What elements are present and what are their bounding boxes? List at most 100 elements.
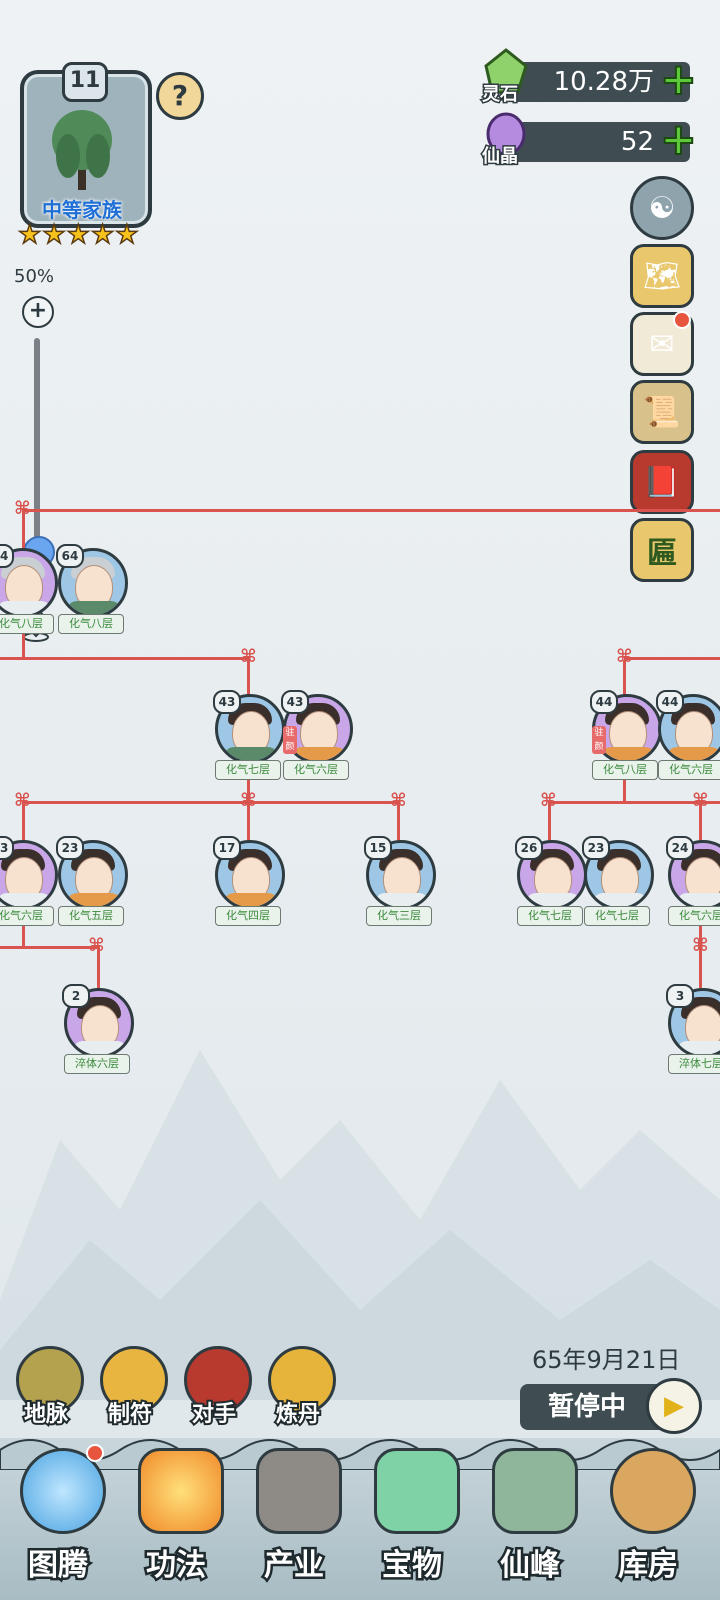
member-age: 3	[666, 984, 694, 1008]
member-age: 26	[515, 836, 543, 860]
member-rank: 淬体六层	[64, 1054, 130, 1074]
zoom-slider-track[interactable]	[34, 338, 40, 548]
nav-xianfeng-tab[interactable]: 仙峰	[474, 1440, 586, 1600]
tree-line	[397, 804, 400, 844]
member-card[interactable]: 64 化气八层	[0, 544, 58, 634]
member-age: 2	[62, 984, 90, 1008]
scroll-map-button[interactable]: 🗺	[630, 244, 694, 308]
lingshi-label: 灵石	[481, 83, 520, 107]
tree-knot-icon: ⌘	[692, 790, 709, 811]
family-badge[interactable]: 11 中等家族 ★ ★ ★ ★ ★	[12, 62, 152, 249]
tool-label: 对手	[190, 1400, 238, 1429]
member-rank: 化气六层	[668, 906, 720, 926]
nav-label: 宝物	[380, 1546, 445, 1586]
play-button[interactable]: ▶	[646, 1378, 702, 1434]
tree-knot-icon: ⌘	[88, 935, 105, 956]
member-rank: 化气八层	[592, 760, 658, 780]
zoom-in-button[interactable]: +	[22, 296, 54, 328]
willow-tree-icon	[52, 110, 112, 190]
member-card[interactable]: 23 化气五层	[56, 836, 128, 926]
member-age: 17	[213, 836, 241, 860]
member-card[interactable]: 23 化气六层	[0, 836, 58, 926]
tree-line	[548, 804, 551, 844]
tree-knot-icon: ⌘	[616, 646, 633, 667]
immortal-crystal-icon	[486, 112, 526, 156]
plaque-button[interactable]: 匾	[630, 518, 694, 582]
lingshi-bar: 10.28万	[500, 62, 690, 102]
letter-icon: ✉	[649, 326, 675, 362]
member-card[interactable]: 44 化气六层	[656, 690, 720, 780]
member-age: 44	[656, 690, 684, 714]
zoom-percent: 50%	[14, 266, 55, 287]
lingshi-add-button[interactable]: +	[659, 54, 698, 105]
member-rank: 化气三层	[366, 906, 432, 926]
member-rank: 化气八层	[58, 614, 124, 634]
xianjing-add-button[interactable]: +	[659, 114, 698, 165]
scroll-map-icon: 🗺	[642, 258, 682, 294]
member-age: 64	[0, 544, 14, 568]
tree-line	[0, 657, 250, 660]
industry-mountain-icon	[256, 1448, 342, 1534]
member-rank: 化气六层	[658, 760, 720, 780]
nav-chanye-tab[interactable]: 产业	[238, 1440, 350, 1600]
tool-dimai-button[interactable]: 地脉	[10, 1346, 84, 1429]
game-date: 65年9月21日	[532, 1346, 681, 1374]
member-rank: 化气六层	[283, 760, 349, 780]
settings-gear-button[interactable]: ☯	[630, 176, 694, 240]
tree-line	[699, 804, 702, 844]
tool-liandan-button[interactable]: 炼丹	[262, 1346, 336, 1429]
nav-kufang-tab[interactable]: 库房	[592, 1440, 704, 1600]
tree-line	[699, 916, 702, 988]
tree-line	[247, 804, 250, 844]
book-button[interactable]: 📕	[630, 450, 694, 514]
plaque-icon: 匾	[647, 536, 677, 571]
help-button[interactable]: ?	[156, 72, 204, 120]
storehouse-bag-icon	[610, 1448, 696, 1534]
lingshi-value: 10.28万	[553, 67, 654, 97]
member-card[interactable]: 2 淬体六层	[62, 984, 134, 1074]
nav-tuteng-tab[interactable]: 图腾	[2, 1440, 114, 1600]
member-card[interactable]: 43 化气七层	[213, 690, 285, 780]
tool-zhifu-button[interactable]: 制符	[94, 1346, 168, 1429]
tree-line	[22, 916, 25, 948]
nav-label: 库房	[616, 1546, 681, 1586]
member-card[interactable]: 3 淬体七层	[666, 984, 720, 1074]
member-age: 23	[0, 836, 14, 860]
tree-line	[22, 509, 720, 512]
tree-line	[0, 946, 100, 949]
member-card[interactable]: 驻颜 44 化气八层	[590, 690, 662, 780]
member-age: 43	[281, 690, 309, 714]
member-card[interactable]: 64 化气八层	[56, 544, 128, 634]
tree-line	[624, 657, 720, 660]
letter-button[interactable]: ✉	[630, 311, 694, 376]
tree-knot-icon: ⌘	[692, 935, 709, 956]
member-avatar	[0, 840, 58, 910]
technique-flame-icon	[138, 1448, 224, 1534]
nav-gongfa-tab[interactable]: 功法	[120, 1440, 232, 1600]
spirit-stone-icon	[484, 48, 528, 94]
spouse-tag: 驻颜	[283, 726, 297, 754]
nav-baowu-tab[interactable]: 宝物	[356, 1440, 468, 1600]
member-card[interactable]: 24 化气六层	[666, 836, 720, 926]
member-card[interactable]: 驻颜 43 化气六层	[281, 690, 353, 780]
tree-line	[22, 801, 400, 804]
member-avatar	[668, 988, 720, 1058]
immortal-peak-icon	[492, 1448, 578, 1534]
tool-label: 地脉	[22, 1400, 70, 1429]
family-rank-name: 中等家族	[42, 198, 122, 222]
yin-yang-icon: ☯	[648, 190, 676, 226]
tool-duishou-button[interactable]: 对手	[178, 1346, 252, 1429]
tree-line	[247, 770, 250, 802]
tree-line	[548, 801, 720, 804]
member-age: 43	[213, 690, 241, 714]
member-card[interactable]: 26 化气七层	[515, 836, 587, 926]
talisman-icon	[100, 1346, 168, 1414]
play-icon: ▶	[664, 1391, 684, 1421]
member-rank: 化气七层	[517, 906, 583, 926]
notification-dot	[86, 1444, 104, 1462]
member-card[interactable]: 23 化气七层	[582, 836, 654, 926]
scroll-button[interactable]: 📜	[630, 380, 694, 444]
member-card[interactable]: 15 化气三层	[364, 836, 436, 926]
scroll-icon: 📜	[643, 394, 681, 430]
member-card[interactable]: 17 化气四层	[213, 836, 285, 926]
